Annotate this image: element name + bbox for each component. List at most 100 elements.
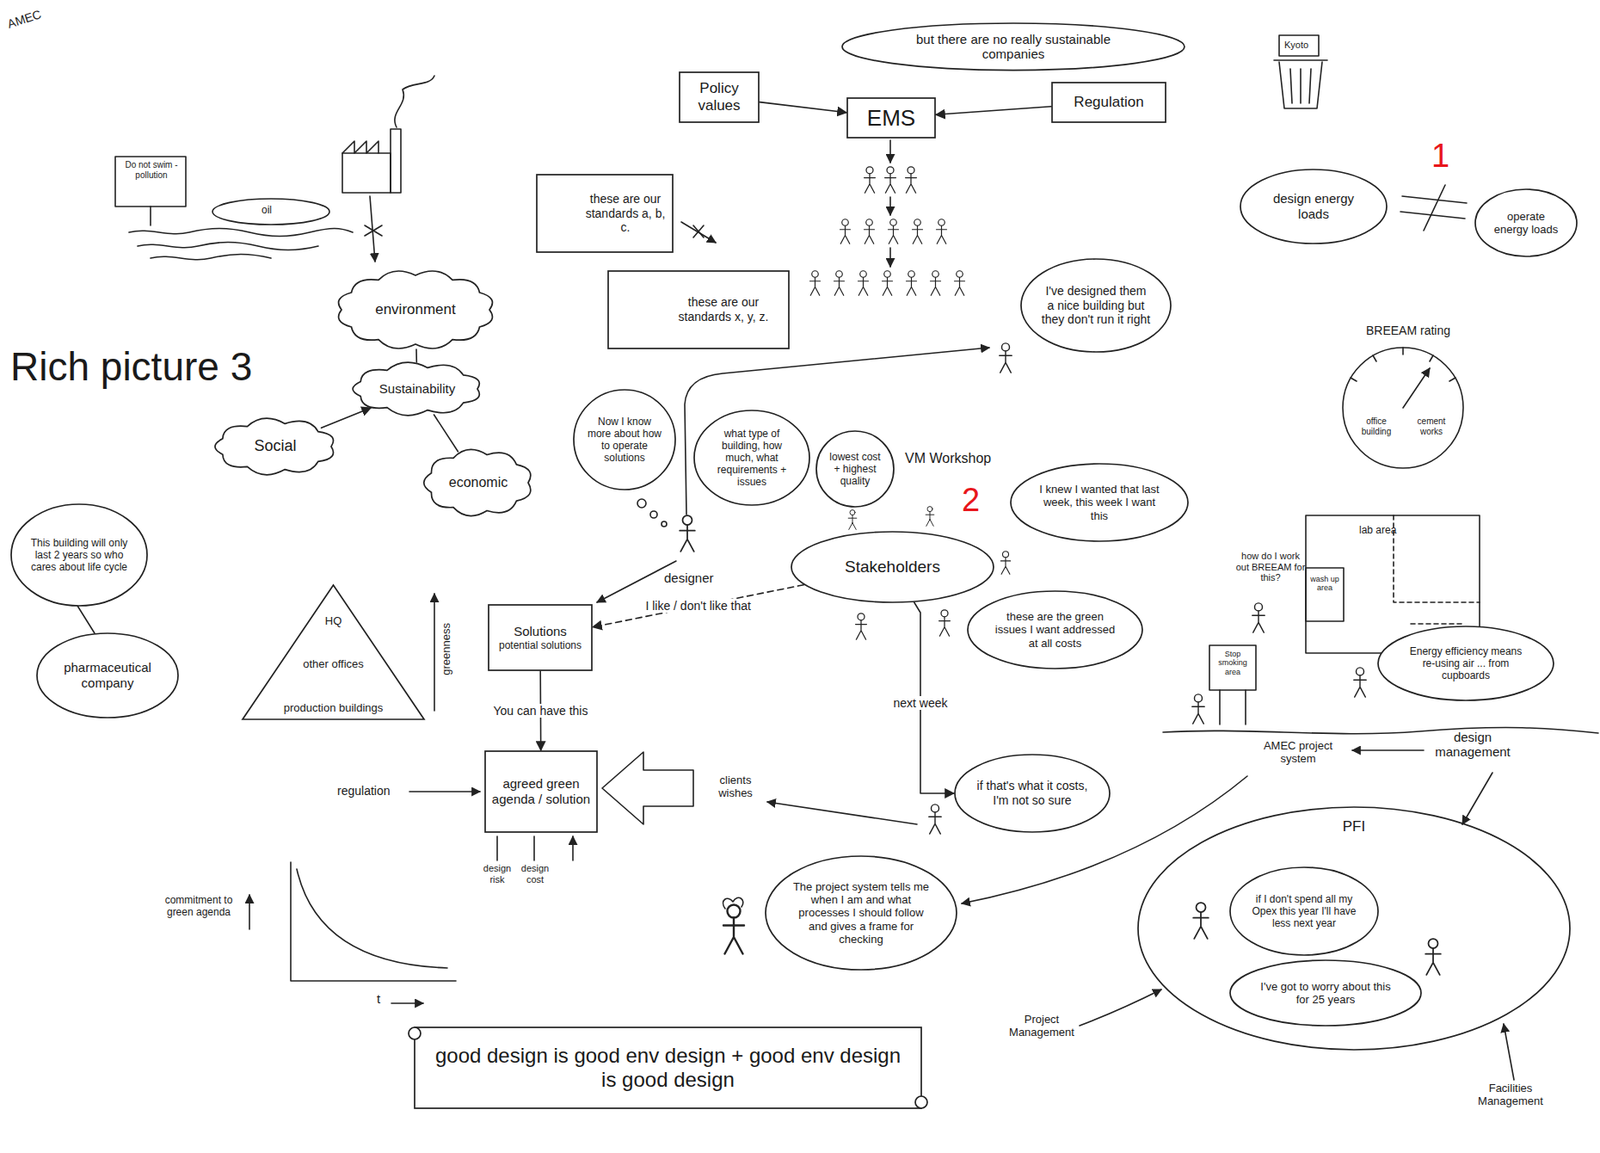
designer-figure	[679, 515, 696, 552]
staff-figure	[864, 166, 876, 193]
thought-dot	[637, 498, 647, 508]
text-holder: Sustainability	[372, 381, 462, 397]
bin	[1279, 61, 1323, 109]
node-outline	[1010, 463, 1188, 542]
process-box: these are our standards a, b, c.	[535, 173, 674, 253]
node-outline	[954, 754, 1110, 832]
staff-figure	[810, 270, 821, 296]
node-outline	[36, 633, 179, 718]
wash-room	[1305, 567, 1344, 622]
node-outline	[1052, 82, 1166, 123]
node-text: agreed green agenda / solution	[491, 775, 591, 807]
node-outline	[488, 604, 592, 671]
speech-bubble: but there are no really sustainable comp…	[841, 22, 1186, 72]
node-text: production buildings	[283, 701, 384, 714]
hair	[723, 897, 744, 909]
node-outline	[1230, 960, 1422, 1026]
occupant-figure	[1353, 667, 1367, 697]
connector	[321, 407, 372, 428]
sign-post	[149, 206, 152, 226]
node-text: Energy efficiency means re-using air ...…	[1402, 645, 1530, 682]
staff-figure	[930, 270, 942, 296]
banner-scroll: good design is good env design + good en…	[402, 1020, 934, 1115]
gauge-needle	[1403, 368, 1430, 408]
thought-dot	[650, 510, 658, 518]
pyramid-triangle: HQother officesproduction buildings	[240, 583, 426, 721]
occupant-figure	[1192, 694, 1205, 724]
blocked-arrow	[681, 221, 716, 243]
staff-figure	[882, 270, 893, 296]
node-outline	[485, 750, 597, 832]
thought-dot	[661, 521, 667, 527]
not-equal-sign	[1400, 184, 1467, 231]
gauge-label: cement works	[1412, 416, 1451, 437]
node-text: environment	[375, 301, 456, 319]
connector	[759, 102, 847, 113]
node-outline	[1230, 867, 1379, 955]
staff-figure	[936, 219, 948, 245]
speech-bubble: what type of building, how much, what re…	[693, 409, 811, 506]
staff-figure	[906, 270, 917, 296]
smoke	[394, 75, 435, 128]
system-label: AMEC project system	[1249, 739, 1347, 766]
smoking-sign	[1209, 645, 1256, 690]
speech-bubble: Energy efficiency means re-using air ...…	[1377, 625, 1555, 702]
speech-bubble: if that's what it costs, I'm not so sure	[953, 753, 1111, 833]
text-holder: HQother officesproduction buildings	[240, 614, 426, 714]
text-holder: PFI	[1202, 818, 1507, 836]
big-arrow	[602, 751, 694, 825]
text-holder: if I don't spend all my Opex this year I…	[1249, 892, 1358, 930]
scroll-curl	[915, 1095, 928, 1108]
decay-curve	[296, 868, 448, 968]
cross-mark	[693, 225, 704, 238]
bin-ribs	[1290, 68, 1311, 104]
node-text: good design is good env design + good en…	[433, 1043, 903, 1093]
input-arrow	[409, 790, 480, 793]
text-holder: these are our standards a, b, c.	[584, 191, 667, 235]
text-holder: Solutionspotential solutions	[494, 623, 586, 652]
text-holder: design energy loads	[1260, 190, 1367, 222]
speech-bubble: if I don't spend all my Opex this year I…	[1229, 866, 1379, 956]
management-arrow	[1503, 1023, 1514, 1080]
node-outline	[1475, 189, 1577, 257]
cross-mark	[364, 225, 382, 236]
process-box: Policy values	[678, 71, 760, 124]
engineer-figure	[723, 904, 745, 954]
process-box: agreed green agenda / solution	[484, 750, 598, 833]
connector	[592, 584, 804, 628]
node-text: these are the green issues I want addres…	[991, 609, 1120, 650]
axis-arrow	[391, 1002, 424, 1004]
node-outline	[791, 531, 994, 603]
node-text: Social	[253, 436, 296, 456]
node-outline	[679, 72, 759, 123]
text-holder: The project system tells me when I am an…	[791, 880, 930, 947]
cascade-arrow	[889, 247, 892, 267]
node-outline	[842, 23, 1185, 71]
node-text: what type of building, how much, what re…	[709, 427, 794, 489]
text-holder: if that's what it costs, I'm not so sure	[975, 778, 1089, 807]
chimney	[390, 129, 401, 193]
staff-figure	[834, 270, 845, 296]
speech-bubble: I knew I wanted that last week, this wee…	[1009, 462, 1189, 542]
company-mark: AMEC	[6, 6, 44, 31]
node-text: Regulation	[1073, 93, 1144, 111]
text-holder: Energy efficiency means re-using air ...…	[1402, 645, 1530, 682]
text-holder: Social	[233, 436, 318, 456]
room-label: wash up area	[1308, 574, 1342, 593]
oil-label: oil	[261, 204, 272, 217]
breeam-gauge	[1342, 347, 1464, 468]
axis-arrow	[248, 894, 251, 930]
ellipse-node: design energy loads	[1239, 168, 1388, 245]
node-text: Solutions	[513, 623, 567, 640]
picture-title: Rich picture 3	[10, 344, 253, 390]
stakeholder-figure	[929, 804, 942, 834]
connector	[415, 349, 418, 363]
process-box: EMS	[846, 97, 936, 139]
speech-bubble: I've got to worry about this for 25 year…	[1229, 959, 1422, 1027]
text-holder: environment	[361, 301, 469, 319]
text-holder: Stakeholders	[818, 557, 967, 577]
oil-slick	[212, 198, 330, 225]
callout-number: 2	[961, 481, 980, 520]
